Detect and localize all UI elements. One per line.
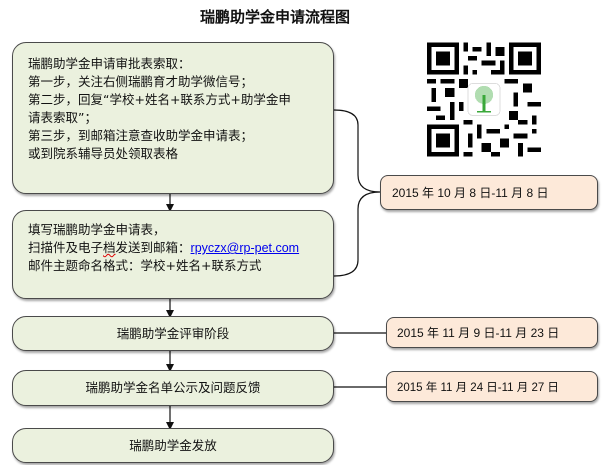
date-range-1: 2015 年 10 月 8 日-11 月 8 日	[380, 175, 598, 210]
step-1-line-1: 第一步，关注右侧瑞鹏育才助学微信号；	[28, 74, 254, 89]
date-range-3-text: 2015 年 11 月 24 日-11 月 27 日	[397, 381, 559, 394]
step-1-line-5: 或到院系辅导员处领取表格	[28, 146, 179, 161]
step-2-line-2: 扫描件及电子档发送到邮箱：rpyczx@rp-pet.com	[28, 239, 333, 257]
step-2-line-2-prefix: 扫描件及电子	[28, 240, 104, 255]
step-3-review: 瑞鹏助学金评审阶段	[12, 316, 334, 351]
step-1-line-2: 第二步，回复“学校+姓名+联系方式+助学金申	[28, 92, 291, 107]
step-5-disbursement: 瑞鹏助学金发放	[12, 428, 334, 463]
date-range-2-text: 2015 年 11 月 9 日-11 月 23 日	[397, 326, 560, 340]
step-5-label: 瑞鹏助学金发放	[129, 437, 217, 453]
page-title: 瑞鹏助学金申请流程图	[199, 8, 350, 26]
email-link[interactable]: rpyczx@rp-pet.com	[190, 241, 300, 255]
step-2-line-1: 填写瑞鹏助学金申请表，	[28, 222, 166, 237]
wechat-qr-code-icon	[427, 42, 541, 157]
step-4-label: 瑞鹏助学金名单公示及问题反馈	[85, 380, 261, 395]
step-2-line-2-suffix: 发送到邮箱：	[115, 240, 191, 255]
step-1-heading: 瑞鹏助学金申请审批表索取：	[28, 56, 191, 71]
step-3-label: 瑞鹏助学金评审阶段	[116, 325, 230, 341]
step-2-submit-form: 填写瑞鹏助学金申请表， 扫描件及电子档发送到邮箱：rpyczx@rp-pet.c…	[12, 210, 334, 299]
step-1-request-form: 瑞鹏助学金申请审批表索取： 第一步，关注右侧瑞鹏育才助学微信号； 第二步，回复“…	[12, 42, 334, 194]
step-1-line-3: 请表索取”；	[28, 110, 97, 125]
step-1-line-4: 第三步，到邮箱注意查收助学金申请表；	[28, 128, 254, 143]
step-4-publicity: 瑞鹏助学金名单公示及问题反馈	[12, 370, 334, 406]
date-range-1-text: 2015 年 10 月 8 日-11 月 8 日	[392, 186, 549, 200]
spellcheck-word: 档	[103, 240, 116, 255]
date-range-3: 2015 年 11 月 24 日-11 月 27 日	[386, 371, 598, 402]
step-2-line-3: 邮件主题命名格式：学校+姓名+联系方式	[28, 258, 262, 273]
date-range-2: 2015 年 11 月 9 日-11 月 23 日	[386, 317, 598, 348]
tree-logo-icon	[474, 85, 494, 113]
